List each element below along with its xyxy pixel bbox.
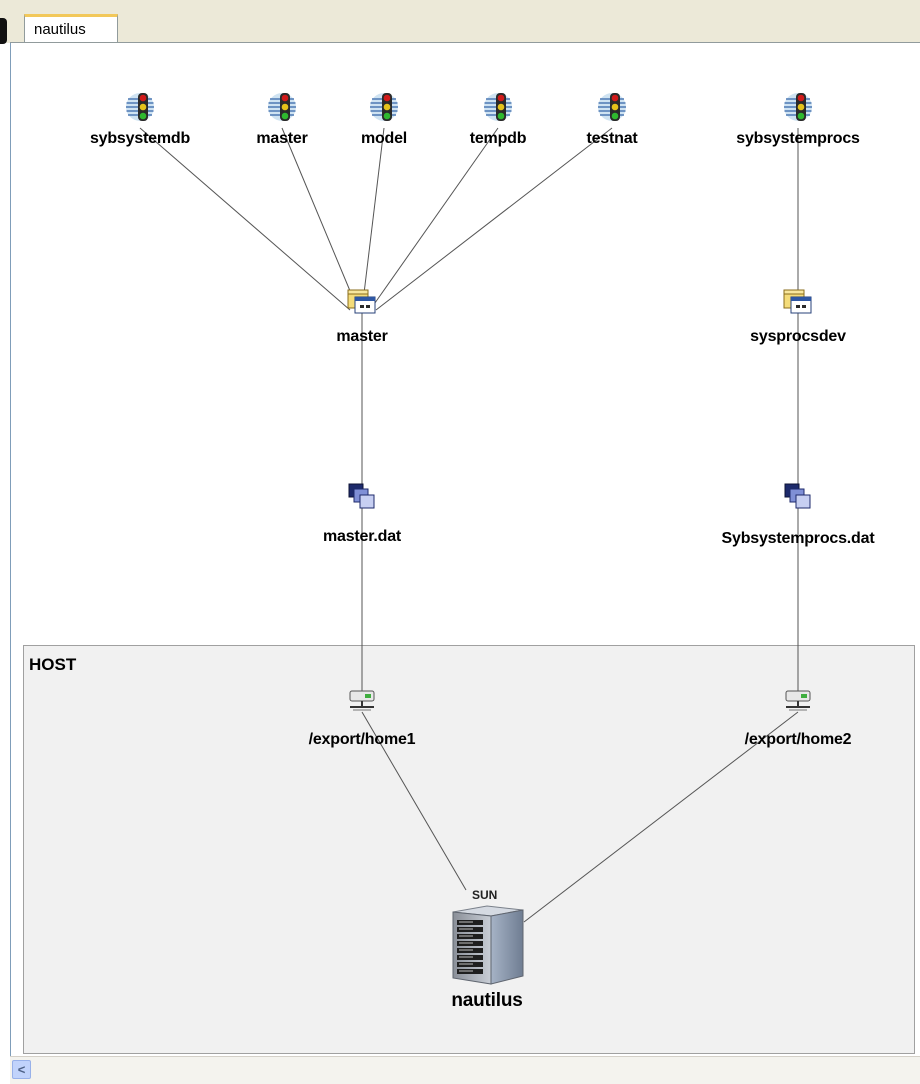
- host-group-label: HOST: [29, 655, 77, 674]
- filesystem-drive-icon[interactable]: [347, 688, 377, 719]
- sun-badge: SUN: [472, 888, 498, 902]
- node-label-sybsystemdb[interactable]: sybsystemdb: [89, 130, 191, 147]
- filesystem-drive-icon[interactable]: [783, 688, 813, 719]
- database-traffic-light-icon[interactable]: [597, 92, 627, 127]
- device-folder-icon[interactable]: [347, 288, 377, 321]
- host-group: HOST: [23, 645, 915, 1054]
- node-label-master-db[interactable]: master: [256, 130, 308, 147]
- node-label-sybsystemprocs[interactable]: sybsystemprocs: [736, 130, 860, 147]
- database-traffic-light-icon[interactable]: [369, 92, 399, 127]
- node-label-export-home1[interactable]: /export/home1: [308, 731, 416, 748]
- horizontal-scrollbar[interactable]: <: [10, 1056, 920, 1084]
- link-model-master-dev[interactable]: [361, 127, 385, 311]
- tab-label: nautilus: [34, 21, 86, 38]
- node-label-sybsystemprocs-dat[interactable]: Sybsystemprocs.dat: [721, 530, 875, 547]
- splitter-handle[interactable]: [0, 18, 7, 44]
- tab-bar: [0, 0, 920, 43]
- database-traffic-light-icon[interactable]: [483, 92, 513, 127]
- link-sybsystemdb-master-dev[interactable]: [139, 127, 351, 311]
- node-label-nautilus-host[interactable]: nautilus: [451, 990, 523, 1011]
- link-testnat-master-dev[interactable]: [375, 127, 613, 311]
- scroll-left-arrow-icon[interactable]: <: [12, 1060, 31, 1079]
- tab-nautilus[interactable]: nautilus: [24, 14, 118, 43]
- node-label-testnat[interactable]: testnat: [586, 130, 638, 147]
- device-folder-icon[interactable]: [783, 288, 813, 321]
- link-tempdb-master-dev[interactable]: [369, 127, 499, 311]
- link-export-home2-nautilus-host[interactable]: [523, 711, 799, 923]
- sun-server-icon[interactable]: [447, 898, 527, 991]
- node-label-master-dev[interactable]: master: [336, 328, 388, 345]
- node-label-master-dat[interactable]: master.dat: [322, 528, 402, 545]
- link-export-home1-nautilus-host[interactable]: [361, 711, 467, 891]
- tab-divider: [10, 42, 920, 43]
- link-master-db-master-dev[interactable]: [281, 127, 359, 311]
- database-traffic-light-icon[interactable]: [125, 92, 155, 127]
- database-traffic-light-icon[interactable]: [783, 92, 813, 127]
- node-label-tempdb[interactable]: tempdb: [469, 130, 527, 147]
- node-label-sysprocsdev[interactable]: sysprocsdev: [750, 328, 846, 345]
- database-traffic-light-icon[interactable]: [267, 92, 297, 127]
- data-file-icon[interactable]: [784, 483, 812, 516]
- data-file-icon[interactable]: [348, 483, 376, 516]
- node-label-export-home2[interactable]: /export/home2: [744, 731, 852, 748]
- node-label-model[interactable]: model: [360, 130, 408, 147]
